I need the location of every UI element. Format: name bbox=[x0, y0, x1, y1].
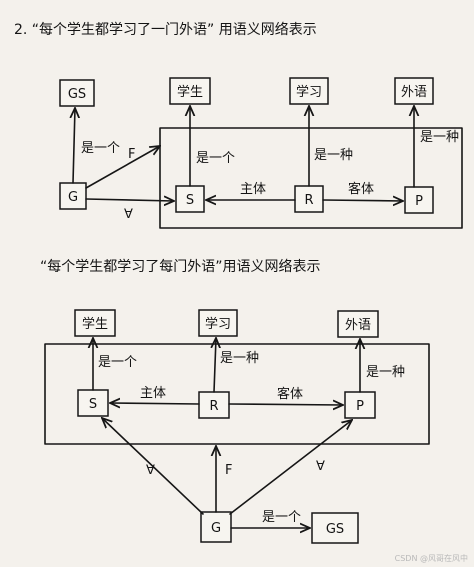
title-1: 2. “每个学生都学习了一门外语” 用语义网络表示 bbox=[14, 22, 317, 38]
title-2: “每个学生都学习了每门外语”用语义网络表示 bbox=[40, 259, 321, 275]
d1-label-gs: GS bbox=[68, 87, 86, 102]
d1-edge-label-r-p: 客体 bbox=[348, 181, 374, 197]
d1-node-student bbox=[169, 77, 211, 105]
d2-label-r: R bbox=[209, 399, 218, 414]
d2-edge-label-g-gs: 是一个 bbox=[262, 510, 301, 525]
d2-node-learning bbox=[198, 309, 238, 337]
d1-label-student: 学生 bbox=[177, 84, 203, 100]
d2-edge-r-p bbox=[228, 404, 343, 405]
d1-edge-label-s-student: 是一个 bbox=[196, 151, 235, 166]
d1-edge-g-gs bbox=[73, 108, 75, 184]
d2-edge-label-p-foreign: 是一种 bbox=[366, 365, 405, 380]
d2-node-gs bbox=[311, 512, 359, 544]
d1-edge-label-p-foreign: 是一种 bbox=[420, 130, 459, 145]
d2-edge-g-s bbox=[102, 418, 204, 515]
d2-edge-label-r-s: 主体 bbox=[140, 386, 166, 401]
d1-edge-r-p bbox=[322, 200, 403, 201]
d1-label-r: R bbox=[304, 193, 313, 208]
d1-partition bbox=[159, 127, 463, 229]
d2-edge-r-learning bbox=[214, 338, 216, 393]
d1-label-learning: 学习 bbox=[296, 84, 322, 100]
d2-edge-label-g-s: ∀ bbox=[146, 463, 155, 478]
d1-edge-g-s bbox=[85, 199, 174, 201]
d1-node-gs bbox=[59, 79, 95, 107]
d2-edge-label-r-learning: 是一种 bbox=[220, 351, 259, 366]
d2-edge-label-r-p: 客体 bbox=[277, 386, 303, 402]
d2-partition bbox=[44, 343, 430, 445]
d2-edge-r-s bbox=[110, 403, 200, 404]
d1-label-s: S bbox=[186, 193, 194, 208]
d1-node-p bbox=[404, 186, 434, 214]
d2-label-foreign: 外语 bbox=[345, 318, 371, 333]
d1-label-p: P bbox=[415, 194, 423, 209]
d2-label-student: 学生 bbox=[82, 316, 108, 332]
d1-edge-label-g-f: F bbox=[128, 147, 135, 162]
d1-label-foreign: 外语 bbox=[401, 85, 427, 100]
d1-edge-label-r-s: 主体 bbox=[240, 182, 266, 197]
d2-edge-g-p bbox=[229, 420, 352, 515]
d2-edge-label-g-r: F bbox=[225, 463, 232, 478]
d2-node-foreign bbox=[337, 310, 379, 338]
d2-edge-label-s-student: 是一个 bbox=[98, 355, 137, 370]
d2-label-s: S bbox=[89, 397, 97, 412]
watermark: CSDN @风哥在风中 bbox=[395, 553, 468, 563]
d2-label-gs: GS bbox=[326, 522, 344, 537]
d2-label-p: P bbox=[356, 399, 364, 414]
d1-node-r bbox=[294, 185, 324, 213]
d1-edge-label-g-gs: 是一个 bbox=[81, 141, 120, 156]
d1-edge-g-f bbox=[85, 146, 160, 189]
d2-label-g: G bbox=[211, 521, 221, 536]
d1-label-g: G bbox=[68, 190, 78, 205]
d1-edge-label-g-s: ∀ bbox=[124, 207, 133, 222]
d1-node-s bbox=[175, 185, 205, 213]
d1-edge-label-r-learning: 是一种 bbox=[314, 148, 353, 163]
d1-node-learning bbox=[289, 77, 329, 105]
d2-node-student bbox=[74, 309, 116, 337]
d2-node-g bbox=[200, 511, 232, 543]
d2-edge-label-g-p: ∀ bbox=[316, 459, 325, 474]
d1-node-g bbox=[59, 182, 87, 210]
d2-label-learning: 学习 bbox=[205, 316, 231, 332]
d1-node-foreign bbox=[394, 77, 434, 105]
d2-node-r bbox=[198, 391, 230, 419]
